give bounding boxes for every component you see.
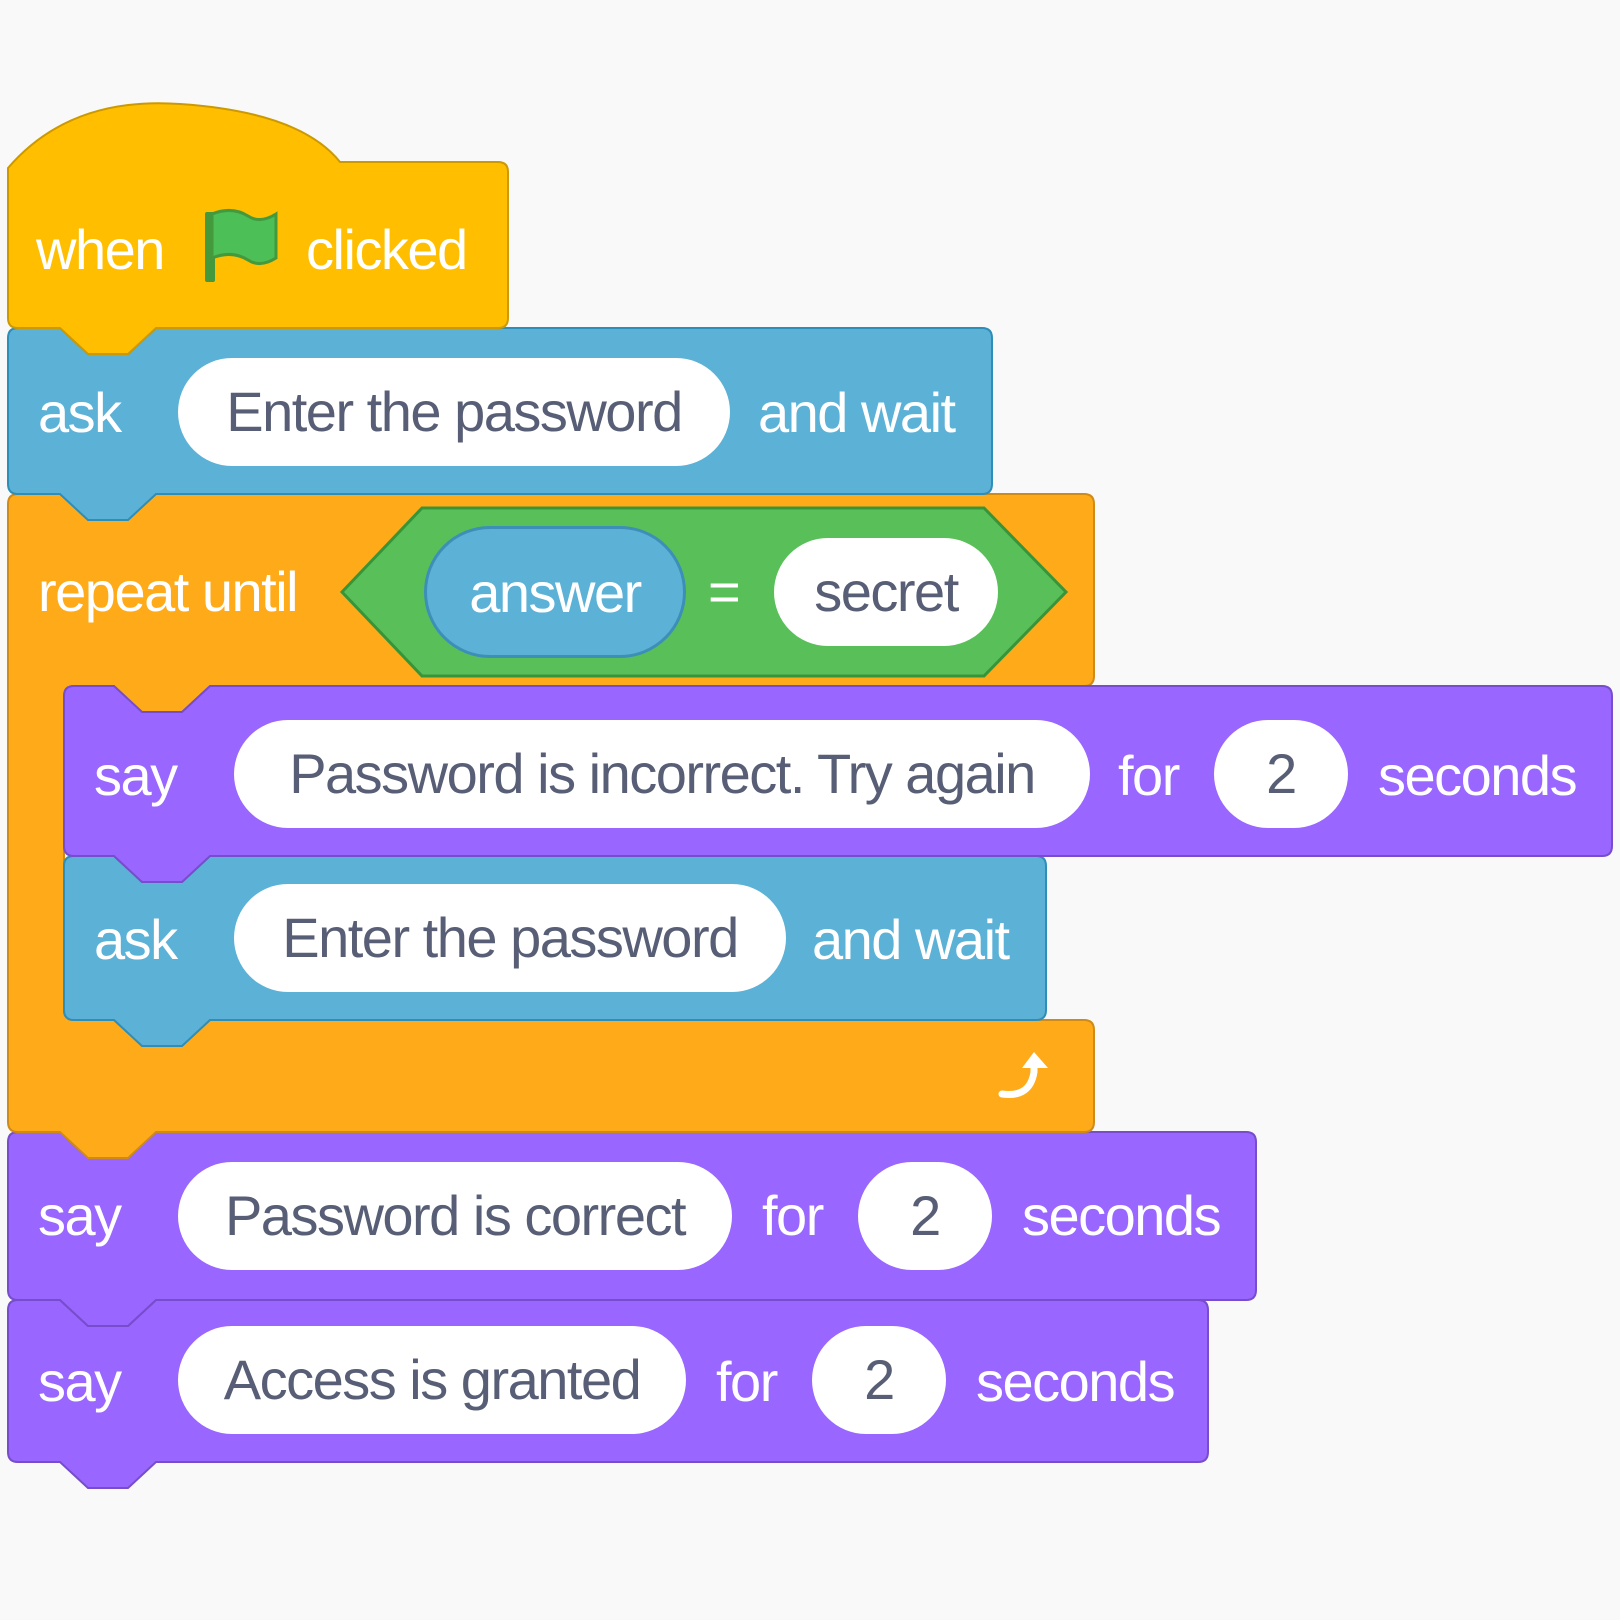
hat-clicked-label: clicked	[306, 218, 468, 281]
say-correct-label: say	[38, 1184, 122, 1247]
ask-inner-label: ask	[94, 908, 178, 971]
say-incorrect-for-label: for	[1118, 744, 1180, 807]
say-correct-message-input[interactable]: Password is correct	[178, 1162, 732, 1270]
answer-reporter[interactable]: answer	[424, 526, 686, 658]
ask-inner-question-input[interactable]: Enter the password	[234, 884, 786, 992]
equals-sign: =	[708, 560, 741, 623]
say-granted-label: say	[38, 1350, 122, 1413]
loop-arrow-icon	[998, 1052, 1048, 1099]
say-incorrect-secs-input[interactable]: 2	[1214, 720, 1348, 828]
ask-inner-and-wait-label: and wait	[812, 908, 1010, 971]
say-incorrect-seconds-label: seconds	[1378, 744, 1578, 807]
green-flag-icon	[205, 209, 278, 282]
repeat-until-label: repeat until	[38, 560, 299, 623]
secret-value-input[interactable]: secret	[774, 538, 998, 646]
ask-and-wait-label: and wait	[758, 381, 956, 444]
hat-when-label: when	[36, 218, 165, 281]
say-incorrect-label: say	[94, 744, 178, 807]
say-incorrect-message-input[interactable]: Password is incorrect. Try again	[234, 720, 1090, 828]
ask-question-input[interactable]: Enter the password	[178, 358, 730, 466]
say-granted-for-label: for	[716, 1350, 778, 1413]
say-correct-seconds-label: seconds	[1022, 1184, 1222, 1247]
say-granted-message-input[interactable]: Access is granted	[178, 1326, 686, 1434]
say-correct-secs-input[interactable]: 2	[858, 1162, 992, 1270]
say-correct-for-label: for	[762, 1184, 824, 1247]
say-granted-seconds-label: seconds	[976, 1350, 1176, 1413]
say-granted-secs-input[interactable]: 2	[812, 1326, 946, 1434]
ask-label: ask	[38, 381, 122, 444]
